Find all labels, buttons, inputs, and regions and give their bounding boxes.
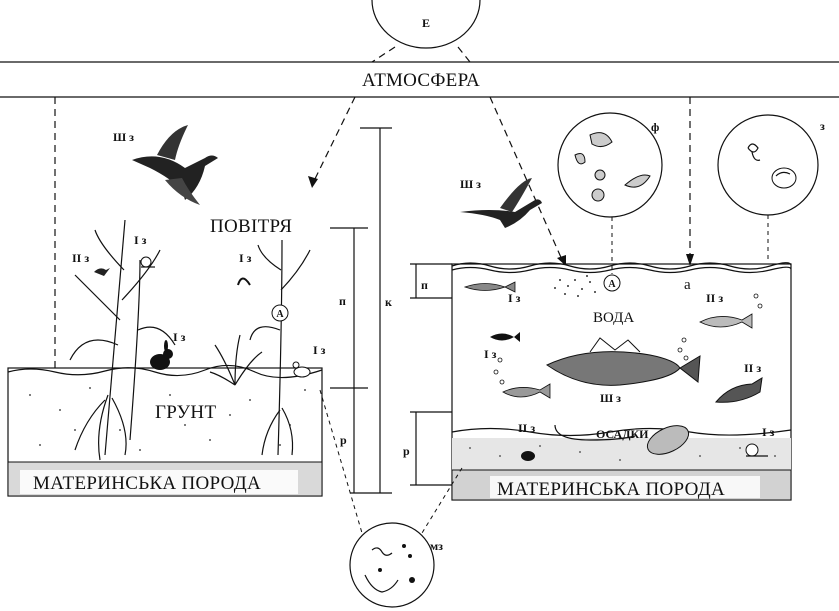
phytoplankton-circle: ф (558, 113, 662, 274)
land-bedrock-label: МАТЕРИНСЬКА ПОРОДА (33, 473, 261, 494)
air-label: ПОВІТРЯ (210, 216, 292, 237)
small-bird-icon (94, 268, 110, 276)
microorganism-circle: мз (320, 390, 462, 607)
land-consumer-label-3: І з (173, 330, 186, 344)
phyto-label: ф (651, 120, 659, 134)
micro-label: мз (430, 539, 443, 553)
fish-label-7: І з (762, 425, 775, 439)
snail-icon (521, 451, 535, 461)
zoo-label: з (820, 119, 825, 133)
rabbit-icon (150, 340, 173, 370)
soil-label: ГРУНТ (155, 402, 216, 423)
rodent-icon (293, 362, 310, 377)
svg-text:А: А (608, 279, 616, 290)
heron-icon (132, 125, 218, 205)
water-bird-label: Ш з (460, 177, 481, 191)
fish-label-2: ІІ з (706, 291, 723, 305)
fish-label-1: І з (508, 291, 521, 305)
land-consumer-label-2: ІІ з (72, 251, 89, 265)
producer-marker: А (272, 305, 288, 321)
scale-k-label: к (385, 295, 392, 309)
caterpillar-icon (238, 279, 250, 286)
svg-text:А: А (276, 309, 284, 320)
zooplankton-circle: з (718, 115, 825, 260)
fish-label-4: Ш з (600, 391, 621, 405)
scale-bars: к п р п р (330, 128, 452, 493)
atmosphere-band: АТМОСФЕРА (0, 62, 839, 97)
water-label: ВОДА (593, 310, 634, 326)
land-bird-label: Ш з (113, 130, 134, 144)
sun: Е (372, 0, 480, 48)
scale-p-land-label: р (340, 433, 347, 447)
plankton-marker: А (604, 275, 620, 291)
sun-label: Е (422, 16, 430, 30)
fish-label-6: ІІ з (744, 361, 761, 375)
scale-n-water-label: п (421, 278, 428, 292)
water-bedrock-label: МАТЕРИНСЬКА ПОРОДА (497, 479, 725, 500)
scale-n-land-label: п (339, 294, 346, 308)
land-rodent-label: І з (313, 343, 326, 357)
fish-label-3: І з (484, 347, 497, 361)
land-ecosystem: а Ш з ПОВІТРЯ ГРУНТ МАТЕРИНСЬКА ПОРОДА (8, 97, 326, 496)
land-consumer-label-4: І з (239, 251, 252, 265)
water-input-label: а (684, 277, 691, 293)
land-consumer-label-1: І з (134, 233, 147, 247)
atmosphere-label: АТМОСФЕРА (362, 70, 480, 91)
scale-p-water-label: р (403, 444, 410, 458)
